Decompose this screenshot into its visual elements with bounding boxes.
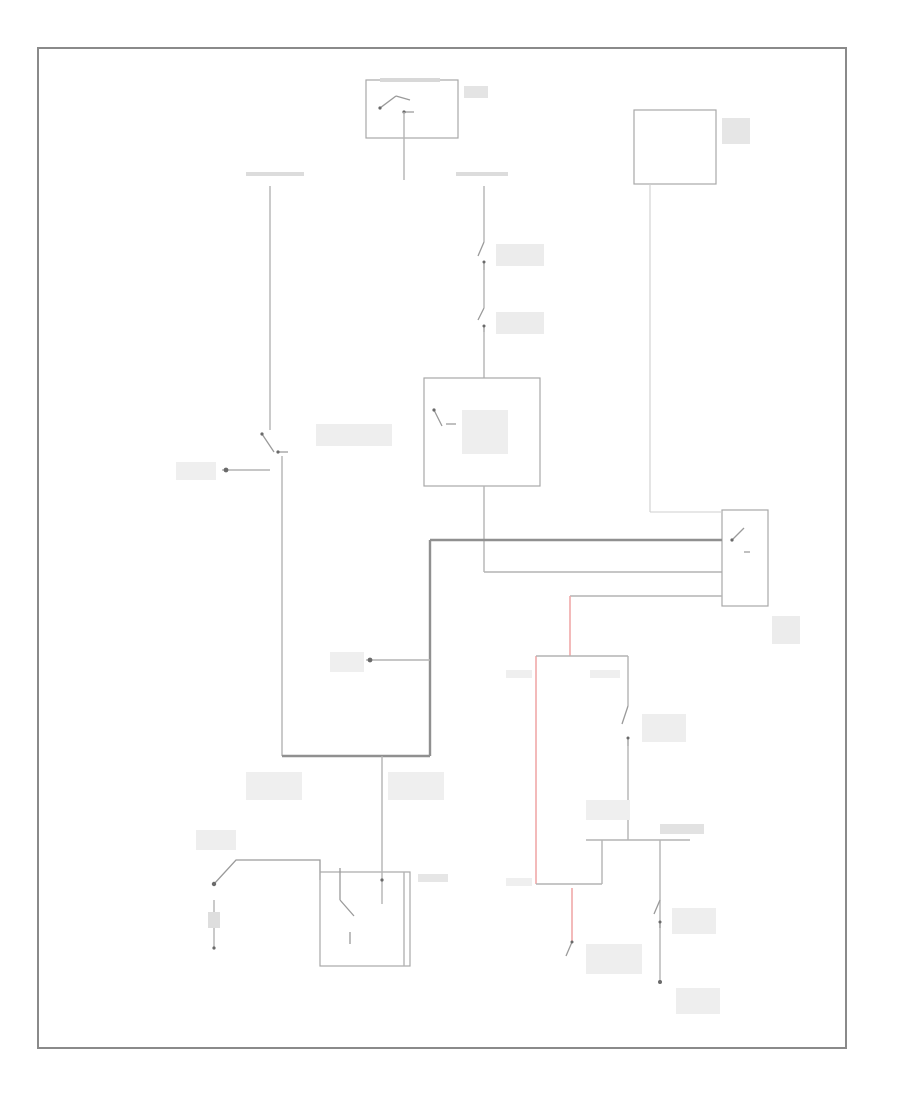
red-circuit bbox=[535, 596, 628, 942]
main-bus-wire bbox=[282, 540, 432, 870]
top-relay-box bbox=[365, 78, 488, 180]
right-relay bbox=[430, 509, 800, 644]
faint-label-blocks bbox=[176, 462, 630, 886]
left-switch bbox=[222, 424, 392, 756]
top-right-module bbox=[633, 109, 750, 512]
center-relay-box bbox=[423, 377, 722, 573]
bottom-component bbox=[565, 940, 642, 974]
center-feed-wire bbox=[456, 172, 544, 378]
left-feed-wire bbox=[246, 172, 304, 430]
starter-relay bbox=[319, 868, 448, 967]
diagram-frame bbox=[37, 47, 847, 1049]
ignition-switch bbox=[196, 830, 321, 950]
right-lower-switch bbox=[586, 656, 720, 1014]
